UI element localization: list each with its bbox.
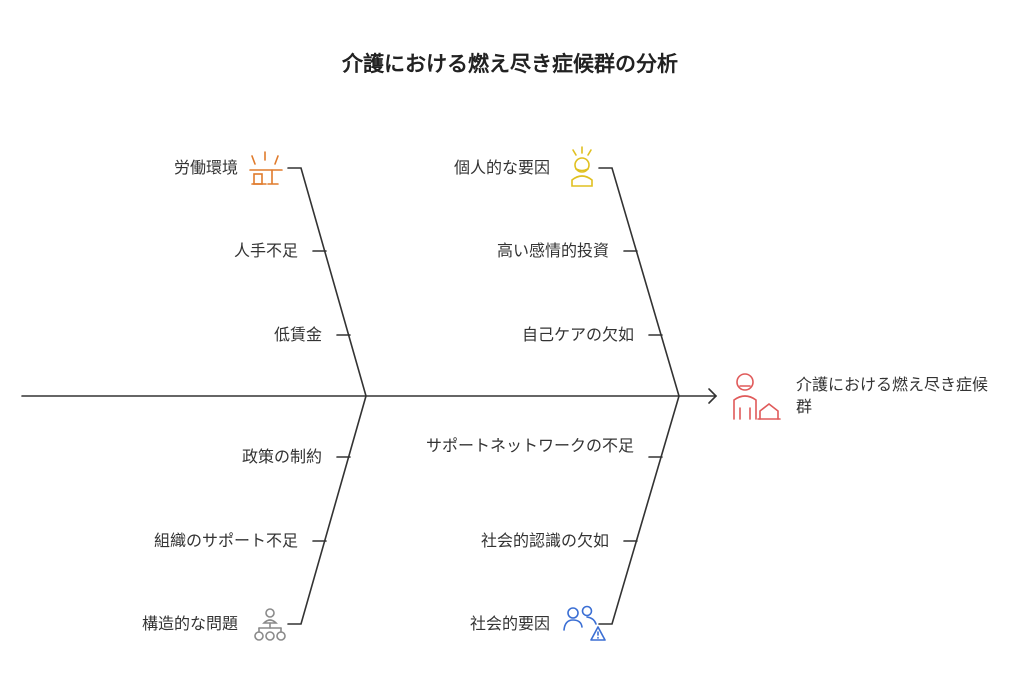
spine-arrowhead	[708, 388, 718, 404]
cause-label-understaffing: 人手不足	[233, 241, 298, 260]
category-label-structural: 構造的な問題	[141, 614, 238, 633]
bone-personal	[598, 167, 680, 397]
diagram-title: 介護における燃え尽き症候群の分析	[342, 52, 678, 76]
work-desk-alert-icon	[249, 151, 283, 185]
cause-label-emotional-investment: 高い感情的投資	[496, 241, 609, 260]
category-label-personal: 個人的な要因	[453, 158, 550, 177]
cause-label-support-network: サポートネットワークの不足	[425, 436, 634, 455]
caregiver-burnout-icon	[733, 373, 781, 420]
people-warning-icon	[563, 605, 606, 641]
category-label-social: 社会的要因	[469, 614, 550, 633]
bone-work-environment	[287, 167, 367, 397]
cause-label-low-wages: 低賃金	[273, 325, 322, 344]
cause-label-org-support: 組織のサポート不足	[153, 531, 298, 550]
bone-social	[598, 395, 680, 625]
org-hierarchy-icon	[254, 608, 286, 641]
category-label-work-environment: 労働環境	[173, 158, 238, 177]
stressed-person-icon	[571, 146, 593, 187]
cause-label-self-care: 自己ケアの欠如	[521, 325, 634, 344]
effect-label: 介護における燃え尽き症候群	[796, 375, 989, 416]
bone-structural	[287, 395, 367, 625]
cause-label-recognition: 社会的認識の欠如	[480, 531, 609, 550]
cause-label-policy: 政策の制約	[241, 447, 322, 466]
